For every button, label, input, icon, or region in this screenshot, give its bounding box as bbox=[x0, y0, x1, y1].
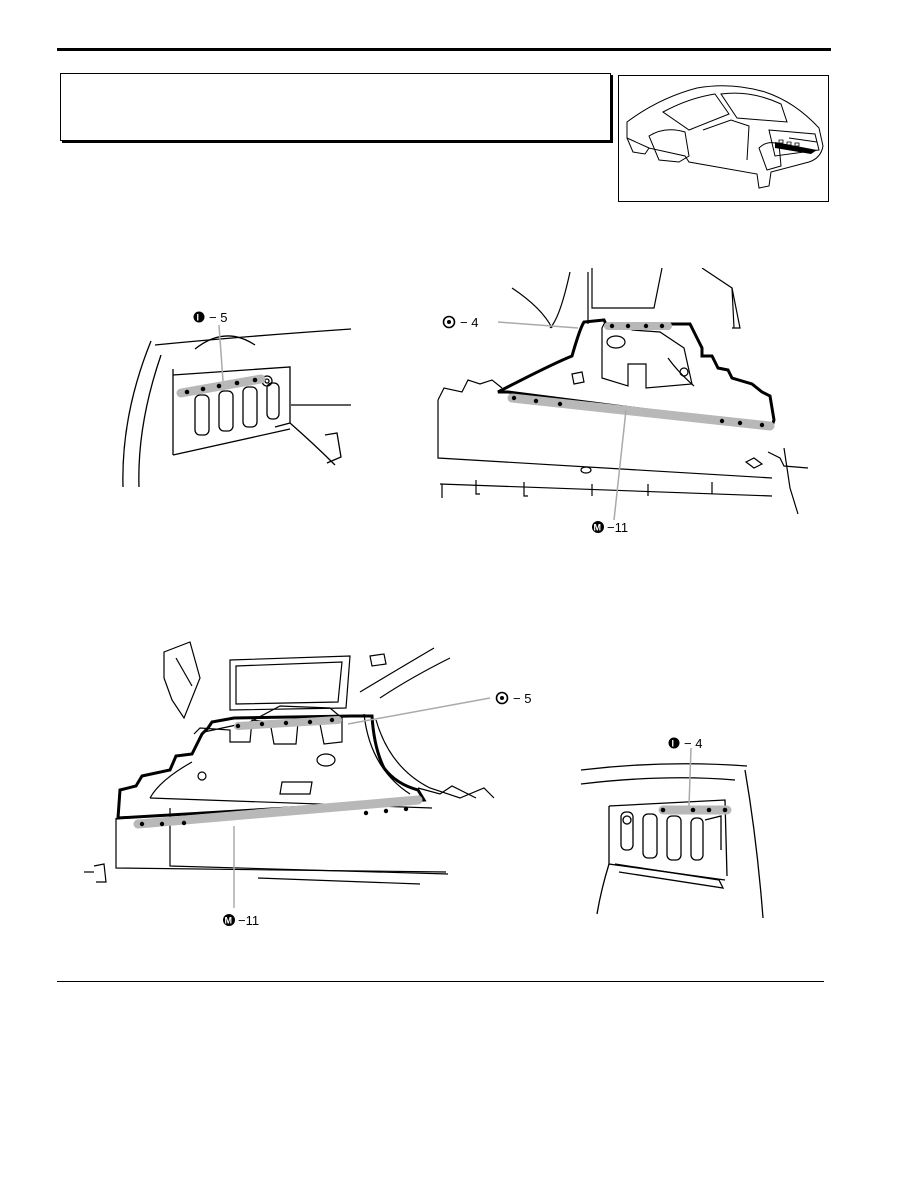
spot-weld-points bbox=[235, 717, 335, 729]
figure-bottom-right: I − 4 bbox=[575, 730, 775, 920]
rear-floor-drawing-bottom-left: − 5 M −11 bbox=[80, 638, 531, 928]
figure-top-left: I − 5 bbox=[115, 305, 355, 490]
leader-line bbox=[689, 748, 691, 806]
quarter-panel-drawing-bottom-right: I − 4 bbox=[575, 736, 775, 920]
spot-weld-circle-icon bbox=[444, 317, 455, 328]
plug-weld-symbol: I bbox=[197, 313, 200, 323]
figure-top-right: − 4 M −11 bbox=[432, 268, 810, 544]
footer-rule bbox=[57, 981, 824, 982]
mig-weld-symbol: M bbox=[594, 523, 602, 533]
panel-outline-bold bbox=[118, 716, 424, 818]
mig-weld-count-label: −11 bbox=[607, 520, 628, 535]
spot-weld-points bbox=[609, 323, 665, 329]
highlight-area bbox=[775, 142, 817, 154]
spot-leader-line bbox=[348, 698, 490, 724]
weld-count-label: − 4 bbox=[684, 736, 702, 751]
weld-count-label: − 5 bbox=[209, 310, 227, 325]
title-box bbox=[60, 73, 611, 141]
spot-weld-count-label: − 5 bbox=[513, 691, 531, 706]
mig-weld-highlight bbox=[512, 398, 770, 426]
mig-weld-icon bbox=[592, 521, 604, 533]
quarter-panel-drawing-top-left: I − 5 bbox=[115, 310, 355, 490]
spot-weld-circle-icon bbox=[497, 693, 508, 704]
plug-weld-icon bbox=[668, 737, 680, 749]
mig-weld-points bbox=[139, 806, 409, 827]
spot-leader-line bbox=[498, 322, 578, 328]
spot-weld-points bbox=[184, 377, 258, 395]
mig-leader-line bbox=[614, 410, 626, 520]
leader-line bbox=[219, 325, 223, 381]
car-body-illustration bbox=[619, 76, 828, 201]
panel-outline-bold bbox=[498, 320, 774, 426]
plug-weld-icon bbox=[193, 311, 205, 323]
spot-weld-points bbox=[660, 807, 728, 813]
mig-weld-points bbox=[511, 395, 765, 428]
figure-bottom-left: − 5 M −11 bbox=[80, 638, 550, 933]
plug-weld-symbol: I bbox=[672, 739, 675, 749]
mig-weld-count-label: −11 bbox=[238, 913, 259, 928]
vehicle-thumbnail bbox=[618, 75, 829, 202]
mig-weld-symbol: M bbox=[225, 916, 233, 926]
mig-weld-highlight bbox=[138, 800, 418, 824]
header-rule bbox=[57, 48, 831, 51]
mig-weld-icon bbox=[223, 914, 235, 926]
rear-floor-drawing-top-right: − 4 M −11 bbox=[432, 268, 810, 535]
spot-weld-count-label: − 4 bbox=[460, 315, 478, 330]
